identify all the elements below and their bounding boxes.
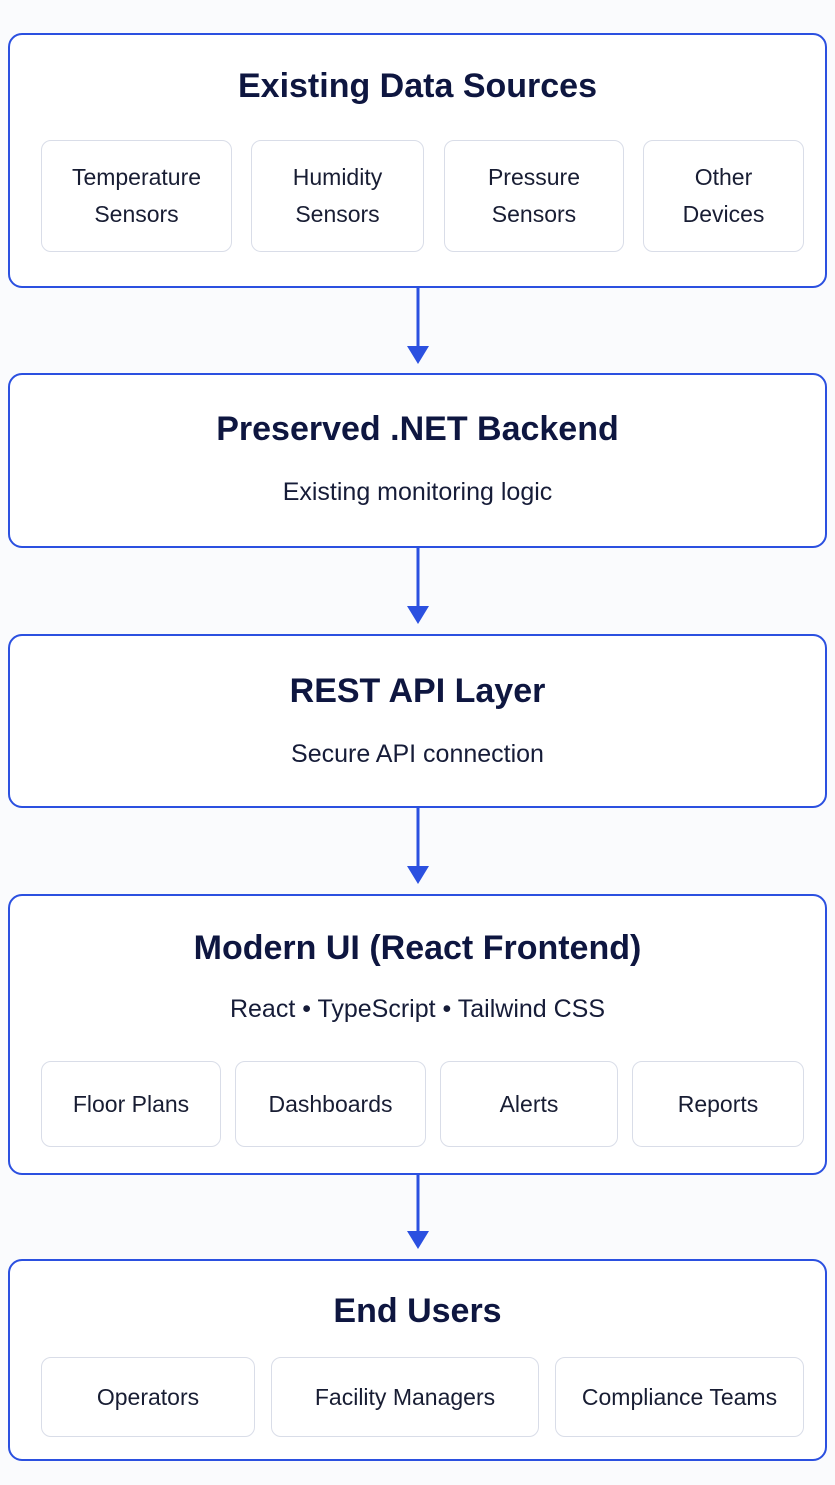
arrow-down-icon [407,808,429,884]
section-modern-ui: Modern UI (React Frontend) React • TypeS… [8,894,827,1175]
arrow-down-icon [407,1175,429,1249]
item-floor-plans: Floor Plans [41,1061,221,1147]
section-subtitle: Secure API connection [291,740,544,768]
section-title: Existing Data Sources [237,67,597,105]
section-title: Modern UI (React Frontend) [193,929,642,967]
section-dotnet-backend: Preserved .NET Backend Existing monitori… [8,373,827,548]
section-subtitle: React • TypeScript • Tailwind CSS [229,995,606,1023]
section-end-users: End Users Operators Facility Managers Co… [8,1259,827,1461]
section-rest-api: REST API Layer Secure API connection [8,634,827,808]
item-humidity-sensors: Humidity Sensors [251,140,424,252]
item-compliance-teams: Compliance Teams [555,1357,804,1437]
item-pressure-sensors: Pressure Sensors [444,140,624,252]
arrow-down-icon [407,548,429,624]
item-temperature-sensors: Temperature Sensors [41,140,232,252]
section-title: Preserved .NET Backend [216,410,619,448]
arrow-down-icon [407,288,429,364]
section-title: End Users [333,1292,502,1330]
item-other-devices: Other Devices [643,140,804,252]
item-facility-managers: Facility Managers [271,1357,539,1437]
section-data-sources: Existing Data Sources Temperature Sensor… [8,33,827,288]
item-reports: Reports [632,1061,804,1147]
section-subtitle: Existing monitoring logic [282,478,553,506]
item-dashboards: Dashboards [235,1061,426,1147]
section-title: REST API Layer [289,672,546,710]
item-operators: Operators [41,1357,255,1437]
item-alerts: Alerts [440,1061,618,1147]
